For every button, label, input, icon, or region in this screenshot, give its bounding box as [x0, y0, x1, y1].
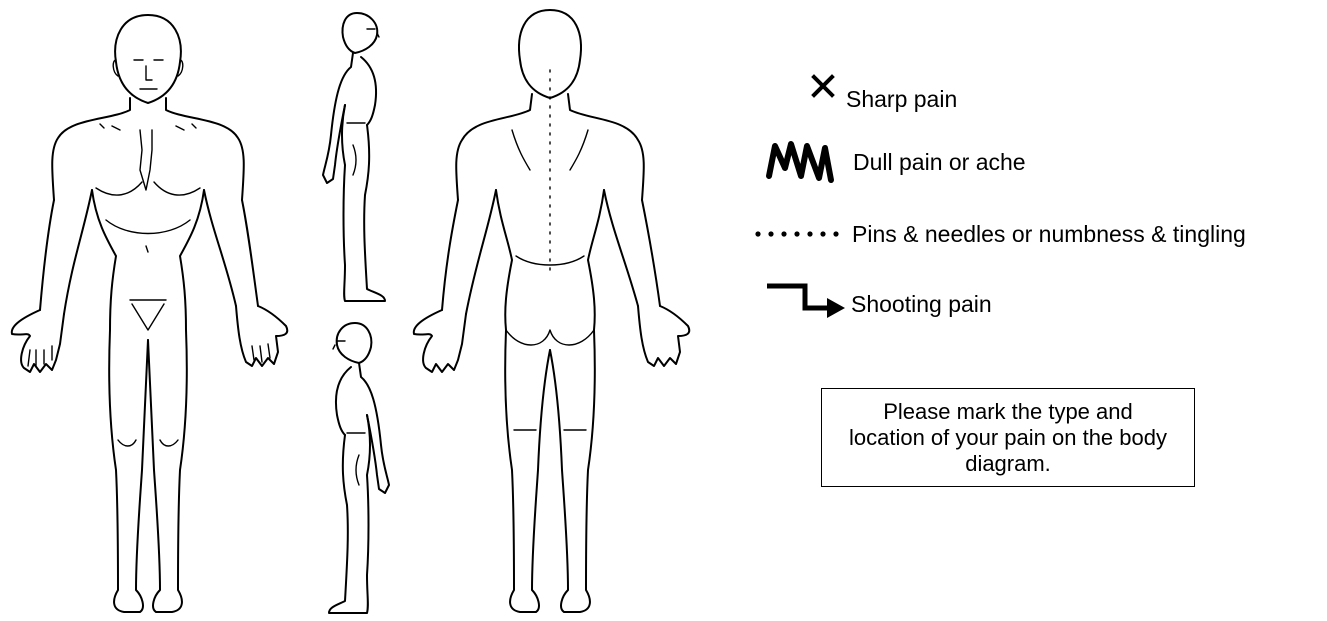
legend-item-shooting: Shooting pain — [765, 280, 992, 324]
x-mark-icon — [810, 73, 836, 99]
body-front-view — [0, 0, 310, 621]
instruction-text: Please mark the type and location of you… — [843, 399, 1173, 477]
legend-label: Pins & needles or numbness & tingling — [852, 223, 1246, 246]
legend-item-pins-needles: Pins & needles or numbness & tingling — [752, 222, 1246, 246]
body-back-view — [400, 0, 710, 621]
zigzag-icon — [765, 138, 835, 186]
legend-item-dull: Dull pain or ache — [765, 138, 1026, 186]
legend-label: Sharp pain — [846, 88, 957, 111]
legend-label: Shooting pain — [851, 293, 992, 316]
legend-item-sharp: Sharp pain — [810, 66, 957, 111]
body-side-view-right — [305, 5, 400, 305]
step-arrow-icon — [765, 280, 847, 324]
body-side-view-left — [315, 315, 410, 621]
legend-label: Dull pain or ache — [853, 151, 1026, 174]
instruction-box: Please mark the type and location of you… — [821, 388, 1195, 487]
dotted-line-icon — [752, 222, 848, 246]
